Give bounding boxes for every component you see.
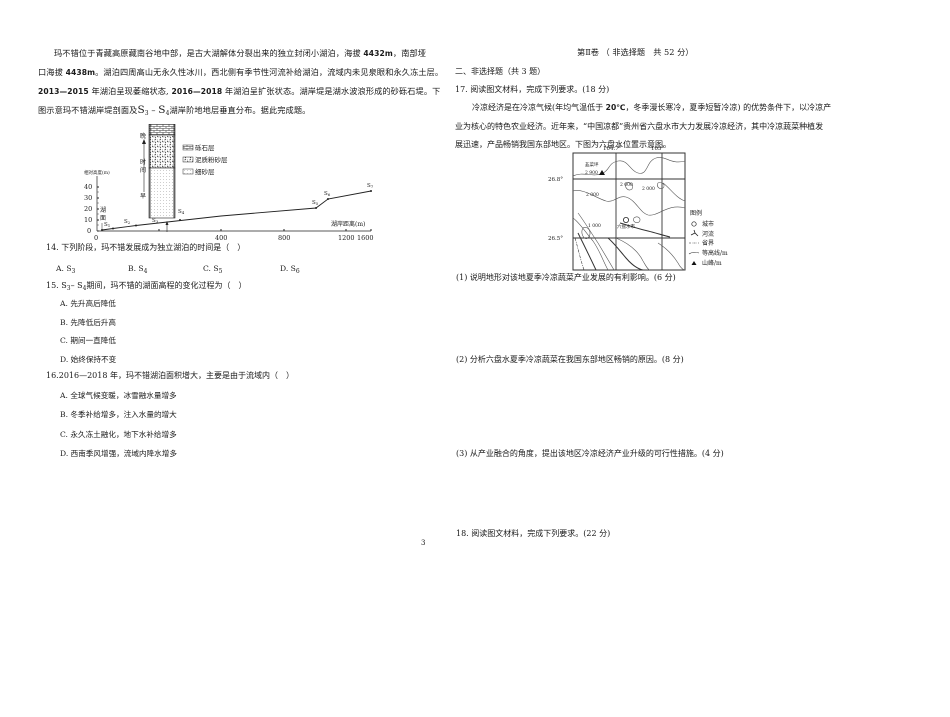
svg-text:S3: S3: [152, 218, 159, 224]
passage-line-2: 口海拔 4438m。湖泊四周高山无永久性冰川，西北侧有季节性河流补给湖泊，流域内…: [38, 67, 444, 77]
svg-text:0: 0: [87, 227, 91, 235]
q17-subquestion-1: (1) 说明地形对该地夏季冷凉蔬菜产业发展的有利影响。(6 分): [456, 273, 676, 282]
question-16: 16.2016—2018 年，玛不错湖泊面积增大，主要是由于流域内（ ）: [46, 371, 294, 380]
option-a[interactable]: A. S3: [56, 264, 76, 275]
lake-surface-label: 湖 面: [100, 206, 106, 230]
svg-text:湖岸距离(m): 湖岸距离(m): [331, 220, 365, 228]
svg-text:间: 间: [140, 166, 146, 174]
svg-text:104.7°: 104.7°: [603, 146, 622, 152]
q16-option-d[interactable]: D. 西南季风增强，流域内降水增多: [60, 449, 177, 458]
svg-text:六盘水市: 六盘水市: [617, 223, 635, 230]
svg-text:相对高度(m): 相对高度(m): [84, 169, 110, 176]
svg-text:韭菜坪: 韭菜坪: [585, 161, 599, 168]
q17-heading: 17. 阅读图文材料，完成下列要求。(18 分): [455, 85, 610, 94]
q17-paragraph-line-1: 冷凉经济是在冷凉气候(年均气温低于 20℃，冬季漫长寒冷，夏季短暂冷凉) 的优势…: [472, 103, 832, 112]
q16-option-c[interactable]: C. 永久冻土融化，地下水补给增多: [60, 430, 177, 439]
strata-legend: 砾石层 泥质粉砂层 细砂层: [182, 144, 228, 176]
passage-line-1: 玛不错位于青藏高原藏南谷地中部，是古大湖解体分裂出来的独立封闭小湖泊，海拔 44…: [54, 48, 427, 58]
svg-text:105°: 105°: [651, 146, 664, 152]
map-legend: 图例 城市 河流 省界 等高线/m 山峰/m: [688, 209, 728, 267]
svg-text:10: 10: [84, 216, 92, 224]
q17-subquestion-3: (3) 从产业融合的角度，提出该地区冷凉经济产业升级的可行性措施。(4 分): [456, 449, 724, 458]
q15-option-a[interactable]: A. 先升高后降低: [60, 299, 116, 308]
svg-text:晚: 晚: [140, 132, 146, 140]
lakeshore-profile-figure: 晚 时 间 早 砾石层 泥质粉砂层 细砂层 相对高度(m): [84, 123, 384, 242]
left-column: 玛不错位于青藏高原藏南谷地中部，是古大湖解体分裂出来的独立封闭小湖泊，海拔 44…: [38, 44, 444, 120]
page-number: 3: [421, 539, 426, 547]
q17-subquestion-2: (2) 分析六盘水夏季冷凉蔬菜在我国东部地区畅销的原因。(8 分): [456, 355, 684, 364]
svg-text:山峰/m: 山峰/m: [702, 259, 722, 267]
svg-text:S2: S2: [124, 219, 131, 225]
river-lines: [577, 222, 671, 271]
city-marker: 六盘水市: [617, 217, 635, 230]
peak-marker: 韭菜坪 2 900: [585, 161, 605, 176]
svg-text:河流: 河流: [702, 230, 714, 238]
svg-text:2 000: 2 000: [620, 182, 633, 188]
svg-text:800: 800: [278, 234, 290, 242]
q18-heading: 18. 阅读图文材料，完成下列要求。(22 分): [456, 529, 611, 538]
svg-text:城市: 城市: [702, 220, 714, 228]
svg-text:2 900: 2 900: [585, 170, 598, 176]
option-b[interactable]: B. S4: [128, 264, 148, 275]
map-svg: 104.7° 105° 26.8° 26.5°: [548, 146, 728, 271]
option-d[interactable]: D. S6: [280, 264, 300, 275]
part-heading: 二、非选择题（共 3 题）: [455, 67, 546, 76]
q16-option-b[interactable]: B. 冬季补给增多，注入水量的增大: [60, 410, 177, 419]
q15-option-d[interactable]: D. 始终保持不变: [60, 355, 117, 364]
question-15: 15. S3– S4期间，玛不错的湖面高程的变化过程为（ ）: [46, 281, 247, 292]
svg-text:26.5°: 26.5°: [548, 236, 563, 242]
q17-paragraph-line-3: 展迅速，产品畅销我国东部地区。下图为六盘水位置示意图。: [455, 140, 671, 149]
svg-text:S5: S5: [312, 200, 319, 206]
profile-chart-svg: 晚 时 间 早 砾石层 泥质粉砂层 细砂层 相对高度(m): [84, 123, 374, 242]
liupanshui-location-map: 104.7° 105° 26.8° 26.5°: [548, 143, 748, 273]
svg-text:1 000: 1 000: [588, 223, 601, 229]
q15-option-b[interactable]: B. 先降低后升高: [60, 318, 116, 327]
question-14-options: A. S3 B. S4 C. S5 D. S6: [56, 264, 356, 276]
svg-text:时: 时: [140, 158, 146, 166]
strata-column: [148, 123, 176, 219]
time-arrow: 晚 时 间 早: [140, 132, 146, 200]
svg-text:1200: 1200: [338, 234, 355, 242]
svg-text:等高线/m: 等高线/m: [702, 249, 728, 257]
contour-labels: 2 000 2 000 2 000 1 000: [586, 182, 655, 229]
svg-text:0: 0: [94, 234, 98, 242]
svg-text:S6: S6: [324, 191, 331, 197]
svg-text:S1: S1: [104, 222, 110, 228]
svg-text:省界: 省界: [702, 239, 714, 247]
option-c[interactable]: C. S5: [203, 264, 223, 275]
svg-text:26.8°: 26.8°: [548, 177, 563, 183]
svg-text:30: 30: [84, 194, 92, 202]
q15-option-c[interactable]: C. 期间一直降低: [60, 336, 116, 345]
svg-text:2 000: 2 000: [586, 192, 599, 198]
svg-text:湖: 湖: [100, 206, 106, 214]
svg-text:早: 早: [140, 193, 146, 200]
profile-line: S1 S2 S3 S4 S5 S6 S7: [101, 183, 374, 231]
svg-text:S7: S7: [367, 183, 374, 189]
passage-line-3: 2013—2015 年湖泊呈现萎缩状态, 2016—2018 年湖泊呈扩张状态。…: [38, 86, 441, 96]
svg-text:20: 20: [84, 205, 92, 213]
svg-text:S4: S4: [178, 209, 185, 215]
svg-text:砾石层: 砾石层: [195, 144, 215, 152]
svg-text:细砂层: 细砂层: [195, 167, 215, 176]
svg-text:400: 400: [215, 234, 227, 242]
q17-paragraph-line-2: 业为核心的特色农业经济。近年来，“中国凉都”贵州省六盘水市大力发展冷凉经济，其中…: [455, 122, 824, 131]
section-title: 第Ⅱ卷 （ 非选择题 共 52 分）: [577, 47, 694, 57]
svg-text:泥质粉砂层: 泥质粉砂层: [195, 155, 228, 164]
svg-text:2 000: 2 000: [642, 186, 655, 192]
passage-line-4: 图示意玛不错湖岸堤剖面及S3 – S4湖岸阶地地层垂直分布。据此完成题。: [38, 104, 311, 117]
q16-option-a[interactable]: A. 全球气候变暖，冰雪融水量增多: [60, 391, 177, 400]
svg-text:面: 面: [100, 215, 106, 222]
svg-text:40: 40: [84, 183, 92, 191]
svg-text:1600: 1600: [357, 234, 374, 242]
svg-text:图例: 图例: [690, 209, 702, 217]
contour-lines: [572, 157, 686, 271]
chart-axes: 相对高度(m) 0 10 20 30 40 0 400 800 1200 16: [84, 169, 374, 242]
question-14: 14. 下列阶段，玛不错发展成为独立湖泊的时间是（ ）: [46, 243, 246, 252]
